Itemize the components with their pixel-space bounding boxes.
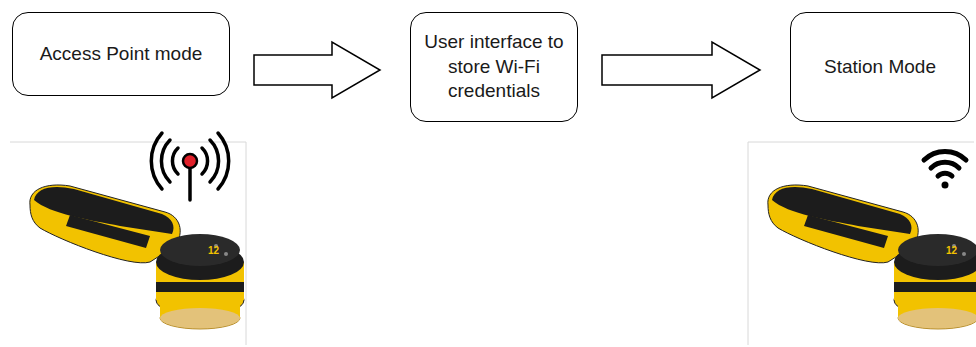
box-text: Access Point mode [40, 42, 203, 67]
access-point-icon [151, 133, 228, 200]
block-arrow [254, 42, 380, 98]
sander-tool [30, 185, 244, 329]
tool-marking: 12 [946, 246, 957, 256]
wifi-icon [924, 151, 966, 188]
process-box: Access Point mode [12, 12, 230, 96]
box-text: Station Mode [824, 55, 936, 80]
process-box: User interface to store Wi-Fi credential… [410, 12, 578, 122]
box-text: User interface to store Wi-Fi credential… [423, 30, 565, 104]
process-box: Station Mode [790, 12, 970, 122]
tool-marking: 12 [208, 246, 219, 256]
block-arrow [602, 42, 760, 98]
